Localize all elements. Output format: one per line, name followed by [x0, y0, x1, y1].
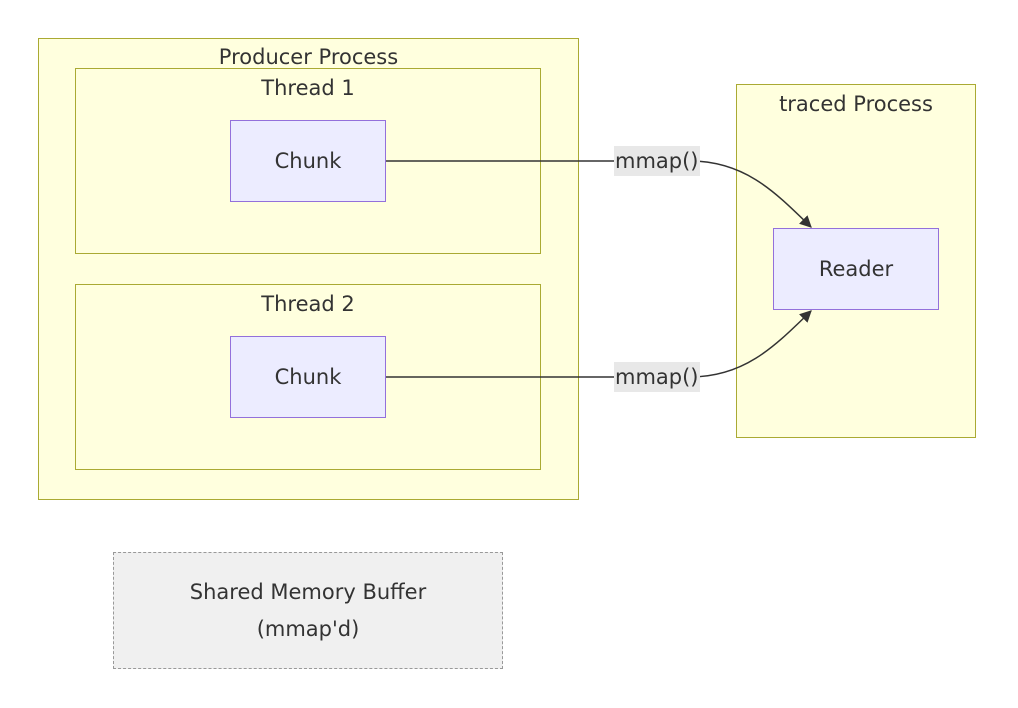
chunk-node-thread-2: Chunk: [230, 336, 386, 418]
traced-process-title: traced Process: [779, 92, 933, 116]
shared-memory-buffer-note: Shared Memory Buffer (mmap'd): [113, 552, 503, 669]
thread-2-title: Thread 2: [261, 292, 355, 316]
note-line-2: (mmap'd): [256, 616, 360, 641]
edge-chunk2-to-reader: [386, 310, 812, 378]
edge-label-mmap-1: mmap(): [614, 146, 700, 176]
note-line-1: Shared Memory Buffer: [189, 579, 427, 604]
chunk-node-thread-1: Chunk: [230, 120, 386, 202]
reader-node: Reader: [773, 228, 939, 310]
edge-chunk1-to-reader: [386, 160, 812, 228]
edge-label-mmap-2: mmap(): [614, 362, 700, 392]
producer-process-title: Producer Process: [218, 45, 399, 69]
thread-1-title: Thread 1: [261, 76, 355, 100]
